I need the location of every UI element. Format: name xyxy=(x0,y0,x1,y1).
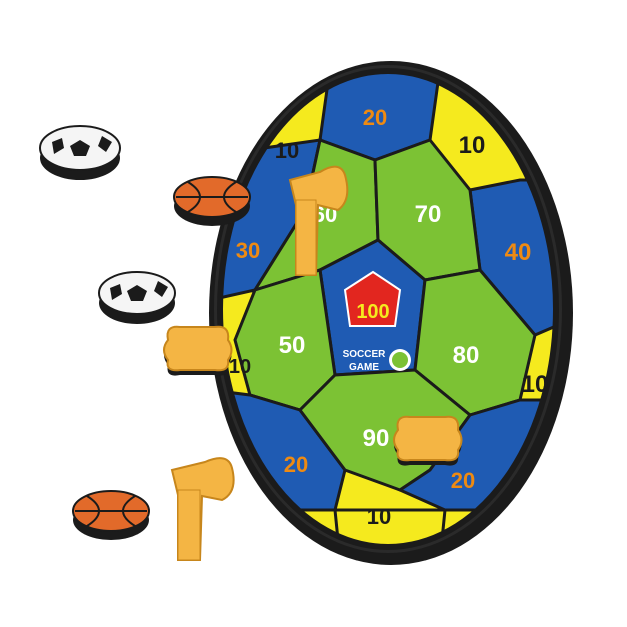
bone-icon[interactable] xyxy=(393,415,463,466)
score-left-green[interactable]: 50 xyxy=(279,332,306,359)
score-top[interactable]: 20 xyxy=(363,105,387,130)
score-lower-left-blue[interactable]: 20 xyxy=(284,452,308,477)
soccer-game-logo xyxy=(389,349,411,371)
soccer-ball-icon[interactable] xyxy=(98,271,176,324)
bone-icon[interactable] xyxy=(163,325,233,376)
score-right-green[interactable]: 80 xyxy=(453,342,480,369)
axe-icon[interactable] xyxy=(170,457,235,561)
score-right-blue[interactable]: 40 xyxy=(505,239,532,266)
dartboard: 20 10 10 60 70 30 40 100 SOCCER GAME 50 … xyxy=(209,61,573,565)
basketball-icon[interactable] xyxy=(72,490,150,540)
score-left-blue[interactable]: 30 xyxy=(236,238,260,263)
score-lower-right-blue[interactable]: 20 xyxy=(451,468,475,493)
basketball-icon[interactable] xyxy=(173,176,251,226)
score-lower-green[interactable]: 90 xyxy=(363,425,390,452)
score-center[interactable]: 100 xyxy=(356,301,389,323)
axe-icon[interactable] xyxy=(288,165,349,276)
score-right-yellow[interactable]: 10 xyxy=(522,371,549,398)
soccer-ball-icon[interactable] xyxy=(39,125,121,180)
logo-line1: SOCCER xyxy=(343,349,387,360)
logo-line2: GAME xyxy=(349,362,379,373)
score-left-yellow[interactable]: 10 xyxy=(229,356,251,378)
score-top-left[interactable]: 10 xyxy=(275,138,299,163)
bullseye-pentagon[interactable] xyxy=(343,270,402,327)
score-top-right[interactable]: 10 xyxy=(459,132,486,159)
score-bottom[interactable]: 10 xyxy=(367,504,391,529)
score-upper-green[interactable]: 70 xyxy=(415,201,442,228)
